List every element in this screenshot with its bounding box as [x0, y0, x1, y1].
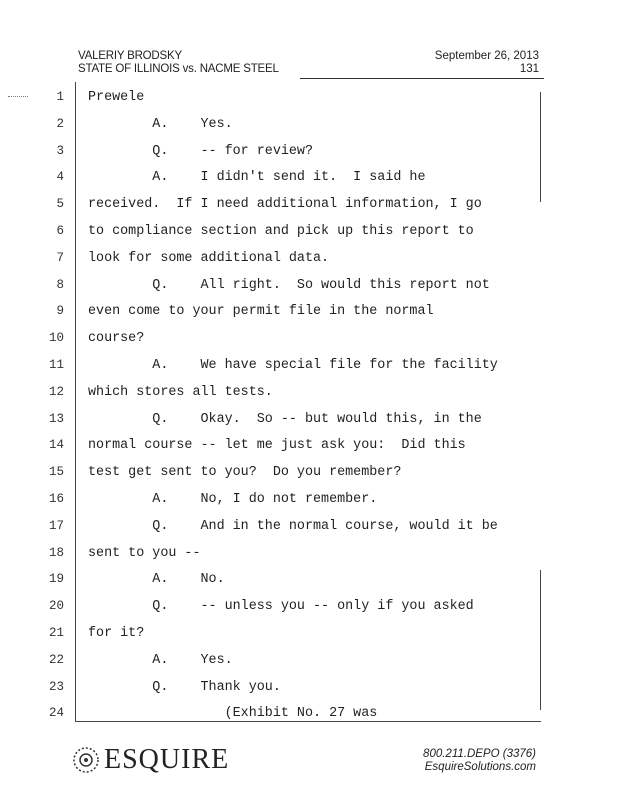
line-text: A. I didn't send it. I said he: [88, 170, 426, 186]
deposition-date: September 26, 2013: [434, 50, 539, 62]
line-text: Q. All right. So would this report not: [88, 277, 490, 293]
header-left: VALERIY BRODSKY STATE OF ILLINOIS vs. NA…: [78, 50, 279, 76]
line-number: 7: [56, 250, 64, 265]
transcript-line: 1 Prewele: [0, 90, 619, 117]
line-number: 13: [48, 411, 64, 426]
scan-speck: [8, 96, 28, 98]
line-number: 8: [56, 277, 64, 292]
line-text: Prewele: [88, 90, 145, 105]
transcript-line: 12 which stores all tests.: [0, 385, 619, 412]
header-right: September 26, 2013 131: [435, 50, 539, 76]
transcript-line: 15 test get sent to you? Do you remember?: [0, 465, 619, 492]
line-number: 18: [48, 545, 64, 560]
transcript-line: 4 A. I didn't send it. I said he: [0, 170, 619, 197]
transcript-line: 17 Q. And in the normal course, would it…: [0, 519, 619, 546]
line-number: 16: [48, 492, 64, 506]
line-text: A. Yes.: [88, 652, 233, 668]
line-number: 1: [56, 90, 64, 104]
logo-wordmark: ESQUIRE: [104, 744, 230, 775]
esquire-emblem-icon: [73, 747, 99, 773]
transcript-line: 14 normal course -- let me just ask you: …: [0, 438, 619, 465]
line-text: look for some additional data.: [88, 250, 330, 266]
transcript-line: 19 A. No.: [0, 572, 619, 599]
line-text: even come to your permit file in the nor…: [88, 304, 434, 320]
line-number: 6: [56, 224, 64, 238]
line-number: 9: [56, 304, 64, 319]
transcript-line: 11 A. We have special file for the facil…: [0, 358, 619, 385]
line-number: 21: [48, 626, 64, 640]
line-text: course?: [88, 331, 145, 347]
line-number: 17: [48, 518, 64, 533]
line-text: Q. -- for review?: [88, 143, 313, 159]
line-text: which stores all tests.: [88, 384, 273, 400]
line-text: sent to you --: [88, 545, 201, 561]
line-text: A. No.: [88, 572, 225, 588]
line-text: for it?: [88, 626, 145, 641]
phone-number: 800.211.DEPO (3376): [423, 748, 536, 760]
line-number: 3: [56, 143, 64, 158]
transcript-line: 9 even come to your permit file in the no…: [0, 304, 619, 331]
transcript-line: 20 Q. -- unless you -- only if you asked: [0, 599, 619, 626]
line-number: 24: [48, 706, 64, 721]
line-number: 23: [48, 679, 64, 694]
esquire-logo: ESQUIRE: [72, 742, 229, 778]
line-number: 20: [48, 599, 64, 614]
line-number: 12: [48, 384, 64, 399]
page-number: 131: [519, 63, 539, 75]
line-text: Q. Okay. So -- but would this, in the: [88, 411, 482, 427]
transcript-line: 22 A. Yes.: [0, 653, 619, 680]
line-number: 22: [48, 652, 64, 667]
line-number: 11: [48, 358, 64, 372]
transcript-line: 2 A. Yes.: [0, 117, 619, 144]
line-text: A. No, I do not remember.: [88, 492, 378, 507]
line-number: 14: [48, 438, 64, 453]
transcript-line: 18 sent to you --: [0, 546, 619, 573]
margin-rule-right-top: [540, 92, 541, 202]
line-number: 2: [56, 116, 64, 131]
line-number: 19: [48, 572, 64, 587]
transcript-line: 5 received. If I need additional informat…: [0, 197, 619, 224]
transcript-line: 16 A. No, I do not remember.: [0, 492, 619, 519]
line-number: 4: [56, 170, 64, 185]
line-text: Q. -- unless you -- only if you asked: [88, 599, 474, 615]
transcript-line: 8 Q. All right. So would this report not: [0, 278, 619, 305]
line-text: test get sent to you? Do you remember?: [88, 465, 402, 481]
transcript-line: 6 to compliance section and pick up this …: [0, 224, 619, 251]
transcript-line: 10 course?: [0, 331, 619, 358]
transcript-line: 7 look for some additional data.: [0, 251, 619, 278]
transcript-line: 21 for it?: [0, 626, 619, 653]
line-text: Q. And in the normal course, would it be: [88, 518, 498, 534]
transcript-line: 3 Q. -- for review?: [0, 144, 619, 171]
margin-rule-bottom: [75, 721, 541, 722]
transcript-line: 23 Q. Thank you.: [0, 680, 619, 707]
transcript-line: 24 (Exhibit No. 27 was: [0, 706, 619, 733]
line-text: Q. Thank you.: [88, 679, 281, 695]
header-rule: [300, 78, 544, 79]
line-text: to compliance section and pick up this r…: [88, 224, 474, 239]
website: EsquireSolutions.com: [424, 761, 536, 773]
line-number: 10: [48, 331, 64, 346]
line-text: received. If I need additional informati…: [88, 197, 482, 213]
line-text: A. Yes.: [88, 116, 233, 132]
margin-rule-right-bottom: [540, 570, 541, 710]
footer-contact: 800.211.DEPO (3376) EsquireSolutions.com: [423, 748, 536, 774]
line-number: 15: [48, 465, 64, 480]
line-number: 5: [56, 197, 64, 212]
case-title: STATE OF ILLINOIS vs. NACME STEEL: [78, 63, 279, 75]
margin-rule-left: [75, 82, 76, 722]
witness-name: VALERIY BRODSKY: [78, 50, 182, 62]
line-text: normal course -- let me just ask you: Di…: [88, 438, 466, 454]
transcript-line: 13 Q. Okay. So -- but would this, in the: [0, 412, 619, 439]
line-text: A. We have special file for the facility: [88, 358, 498, 373]
line-text: (Exhibit No. 27 was: [88, 706, 378, 722]
